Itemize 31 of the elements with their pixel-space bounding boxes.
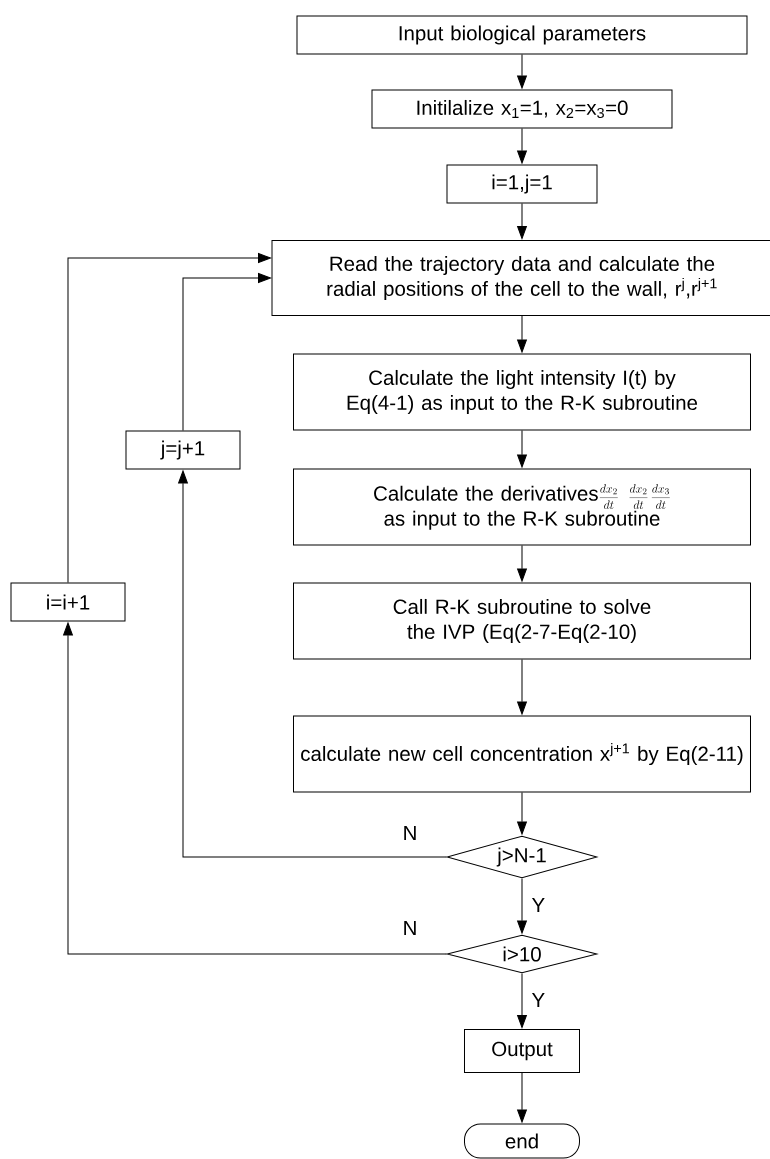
edge-label: N — [404, 920, 416, 936]
arrow — [178, 470, 447, 858]
terminal-box: end — [464, 1123, 580, 1159]
edge-label: Y — [531, 897, 545, 913]
process-box: Input biological parameters — [296, 15, 748, 55]
process-box: Output — [464, 1029, 580, 1073]
arrow — [182, 273, 271, 431]
edge-label: Y — [531, 992, 545, 1008]
arrow — [517, 973, 527, 1028]
process-box: i=1,j=1 — [446, 164, 598, 204]
arrow — [517, 203, 527, 239]
arrow — [517, 659, 527, 715]
edge-label: N — [404, 825, 416, 841]
arrow — [517, 545, 527, 582]
arrow — [517, 315, 527, 353]
arrow — [517, 54, 527, 89]
process-box: Call R-K subroutine to solve the IVP (Eq(2-7-Eq(2-10) — [293, 582, 751, 660]
process-box: calculate new cell concentration x$^{j+1}$ by Eq(2-11) — [293, 715, 751, 793]
arrow — [517, 1072, 527, 1123]
process-box: Calculate the light intensity I(t) by Eq(4-1) as input to the R-K subroutine — [293, 353, 751, 431]
process-box: Read the trajectory data and calculate the radial positions of the cell to the wall, r$^{j}$,r$^{j+1}$ — [271, 240, 770, 316]
process-box: Initilalize x$_{1}$=1, x$_{2}$=x$_{3}$=0 — [371, 89, 673, 129]
process-box: i=i+1 — [10, 582, 126, 622]
arrow — [63, 622, 447, 955]
process-box: Calculate the derivatives$\frac{dx_{2}}{dt}\;\frac{dx_{2}}{dt}\,\frac{dx_{3}}{dt}$ as input to the R-K subroutine — [293, 468, 751, 546]
arrow — [67, 253, 271, 583]
arrow — [517, 878, 527, 934]
process-box: j=j+1 — [125, 430, 241, 470]
arrow — [517, 128, 527, 164]
arrow — [517, 430, 527, 468]
arrow — [517, 792, 527, 835]
